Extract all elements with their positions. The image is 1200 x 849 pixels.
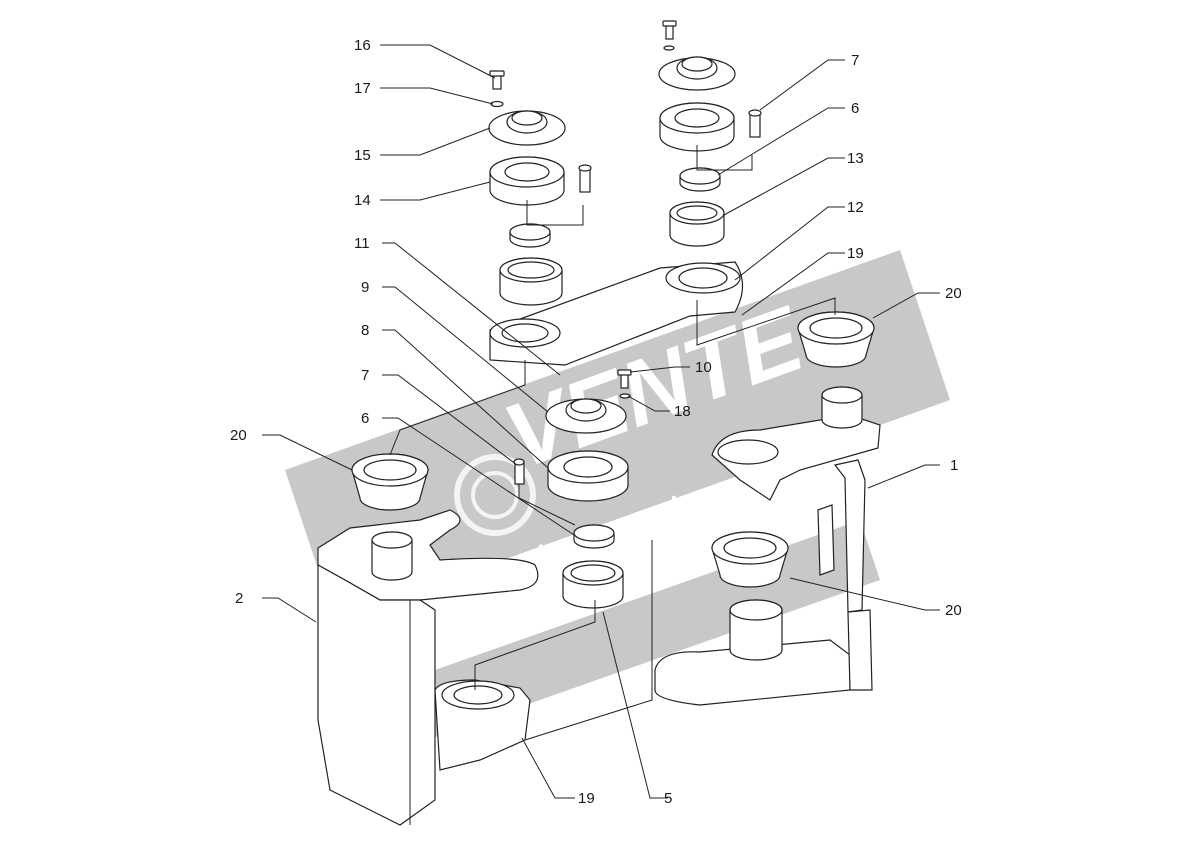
- callout-11: 11: [354, 235, 370, 252]
- assembly-lines: [389, 145, 836, 741]
- callout-5: 5: [664, 790, 672, 807]
- callout-16: 16: [354, 37, 371, 54]
- callout-20-lower-right: 20: [945, 602, 962, 619]
- callout-15: 15: [354, 147, 371, 164]
- part-bracket-1: [654, 386, 881, 706]
- part-shim-6-left: [509, 223, 551, 248]
- callout-1: 1: [950, 457, 958, 474]
- callout-14: 14: [354, 192, 371, 209]
- parts-drawing: [317, 20, 881, 826]
- callout-13: 13: [847, 150, 864, 167]
- part-frame-2: [317, 509, 539, 826]
- callout-10: 10: [695, 359, 712, 376]
- callout-8: 8: [361, 322, 369, 339]
- part-bolt-16: [489, 70, 505, 90]
- part-bearing-13-right: [669, 201, 725, 247]
- part-flange-14: [489, 156, 565, 206]
- callout-6-left: 6: [361, 410, 369, 427]
- callout-7-right: 7: [851, 52, 859, 69]
- part-bolt-7-mid: [513, 458, 525, 485]
- part-bearing-5: [562, 560, 624, 609]
- callout-19-top: 19: [847, 245, 864, 262]
- callout-20-left: 20: [230, 427, 247, 444]
- part-bolt-7-right: [748, 109, 762, 138]
- part-arm-12: [489, 261, 744, 366]
- watermark-logo-icon: [454, 454, 536, 536]
- part-shim-6-mid: [573, 524, 615, 549]
- part-cap-right: [658, 56, 736, 91]
- part-seal-20-lower-right: [711, 531, 789, 588]
- callout-2: 2: [235, 590, 243, 607]
- callout-18: 18: [674, 403, 691, 420]
- callout-19-bottom: 19: [578, 790, 595, 807]
- part-seal-20-upper-right: [797, 311, 875, 368]
- part-bolt-7-left: [578, 164, 592, 193]
- callout-7-left: 7: [361, 367, 369, 384]
- part-bolt-right-top: [662, 20, 677, 51]
- part-cap-15: [488, 110, 566, 146]
- callout-6-right: 6: [851, 100, 859, 117]
- leader-lines: [262, 44, 940, 799]
- callout-12: 12: [847, 199, 864, 216]
- part-bolt-10: [617, 369, 632, 399]
- part-shim-6-right: [679, 167, 721, 192]
- callout-9: 9: [361, 279, 369, 296]
- part-flange-8: [547, 450, 629, 502]
- callout-17: 17: [354, 80, 371, 97]
- callout-20-upper-right: 20: [945, 285, 962, 302]
- part-seal-20-left: [351, 453, 429, 511]
- part-flange-right: [659, 102, 735, 152]
- callout-labels: 16 17 15 14 11 9 8 7 6 20 2 7 6 13 12 19…: [230, 37, 962, 807]
- part-cap-9: [545, 398, 627, 434]
- part-bearing-13-left: [499, 257, 563, 306]
